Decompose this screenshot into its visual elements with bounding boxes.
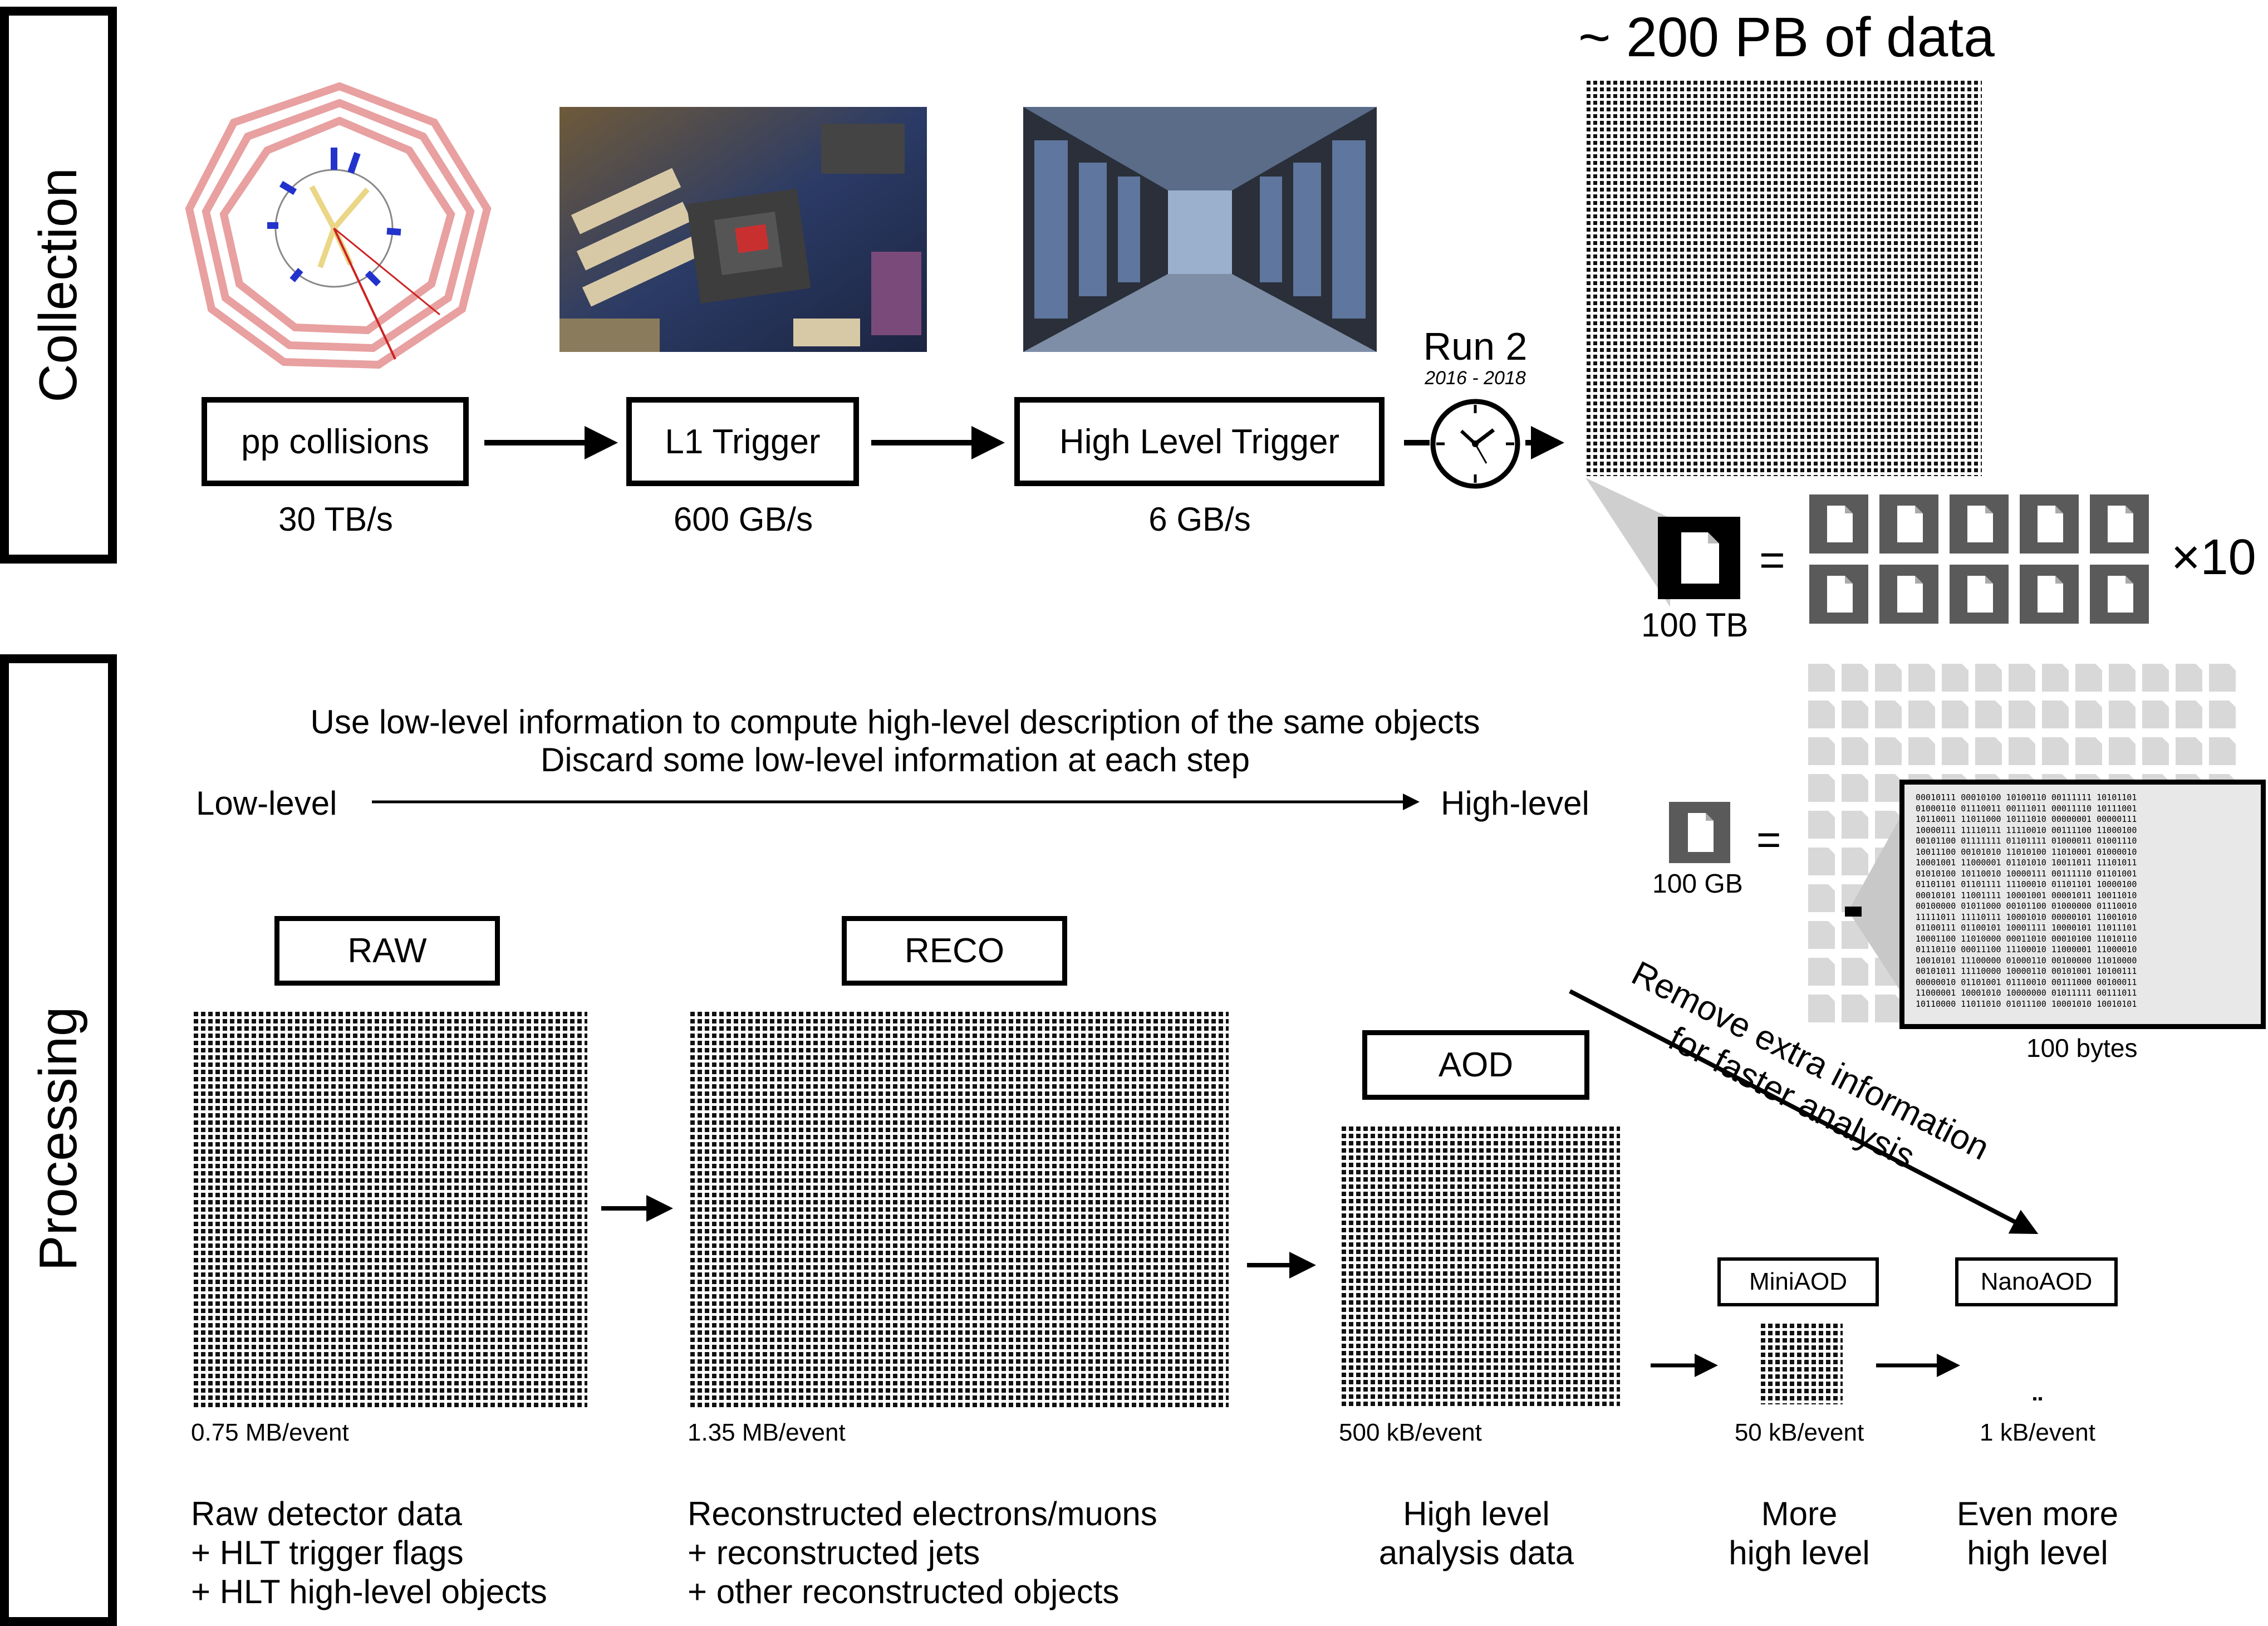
binary-line: 11111011 11110111 10001010 00000101 1100…	[1916, 912, 2137, 922]
multiplier-label: ×10	[2171, 530, 2256, 585]
stage-pp-collisions-label: pp collisions	[241, 422, 429, 461]
miniaod-description: More high level	[1729, 1495, 1870, 1573]
format-reco-box: RECO	[842, 916, 1067, 986]
high-level-label: High-level	[1441, 785, 1589, 822]
tb-file-grid	[1809, 494, 2154, 628]
binary-line: 10001100 11010000 00011010 00010100 1101…	[1916, 933, 2137, 944]
processing-section-box	[0, 654, 117, 1626]
low-level-label: Low-level	[196, 785, 337, 822]
nanoaod-event-grid	[2031, 1395, 2042, 1400]
gb-equals: =	[1756, 816, 1781, 864]
binary-line: 01010100 10110010 10000111 00111110 0110…	[1916, 868, 2137, 879]
miniaod-desc-line: high level	[1729, 1534, 1870, 1571]
rate-pp-collisions: 30 TB/s	[278, 501, 393, 538]
binary-line: 00101100 01111111 01101111 01000011 0100…	[1916, 836, 2137, 846]
binary-line: 01000110 01110011 00111011 00011110 1011…	[1916, 803, 2137, 814]
gb-label: 100 GB	[1652, 869, 1743, 899]
nanoaod-desc-line: high level	[1967, 1534, 2108, 1571]
aod-desc-line: analysis data	[1378, 1534, 1574, 1571]
raw-desc-line: Raw detector data	[191, 1495, 462, 1532]
binary-line: 01100111 01100101 10001111 10000101 1101…	[1916, 923, 2137, 933]
stage-hlt-label: High Level Trigger	[1059, 422, 1340, 461]
bytes-label: 100 bytes	[2026, 1034, 2138, 1062]
binary-panel: 00010111 00010100 10100110 00111111 1010…	[1899, 780, 2266, 1029]
tb-label: 100 TB	[1641, 606, 1749, 644]
reco-size-label: 1.35 MB/event	[688, 1419, 846, 1446]
aod-description: High level analysis data	[1379, 1495, 1574, 1573]
stage-l1-trigger: L1 Trigger	[626, 397, 859, 486]
binary-line: 10110000 11011010 01011100 10001010 1001…	[1916, 998, 2137, 1009]
collection-arrows	[484, 426, 1564, 459]
binary-line: 10011100 00101010 11010100 11010001 0100…	[1916, 846, 2137, 857]
binary-line: 10000111 11110111 11110010 00111100 1100…	[1916, 825, 2137, 835]
binary-line: 01110110 00011100 11100010 11000001 1100…	[1916, 944, 2137, 954]
format-reco-label: RECO	[904, 932, 1005, 970]
aod-size-label: 500 kB/event	[1339, 1419, 1482, 1446]
run-title: Run 2	[1423, 325, 1528, 368]
reco-description: Reconstructed electrons/muons + reconstr…	[688, 1495, 1157, 1612]
miniaod-size-label: 50 kB/event	[1734, 1419, 1864, 1446]
reco-desc-line: Reconstructed electrons/muons	[688, 1495, 1157, 1532]
bytes-zoom-wedge	[1845, 791, 1915, 1013]
detector-event-display	[185, 82, 492, 369]
binary-line: 00101011 11110000 10000110 00101001 1010…	[1916, 966, 2137, 976]
binary-line: 00000010 01101001 01110010 00111000 0010…	[1916, 977, 2137, 987]
run-years: 2016 - 2018	[1425, 368, 1526, 389]
processing-desc-line2: Discard some low-level information at ea…	[541, 741, 1250, 778]
format-aod-label: AOD	[1438, 1046, 1514, 1084]
raw-size-label: 0.75 MB/event	[191, 1419, 349, 1446]
format-raw-box: RAW	[274, 916, 500, 986]
format-nanoaod-label: NanoAOD	[1980, 1268, 2093, 1295]
format-nanoaod-box: NanoAOD	[1955, 1257, 2118, 1306]
data-total-title: ~ 200 PB of data	[1578, 6, 1995, 68]
stage-high-level-trigger: High Level Trigger	[1014, 397, 1385, 486]
miniaod-event-grid	[1758, 1321, 1843, 1404]
aod-event-grid	[1339, 1124, 1620, 1408]
clock-icon	[1430, 399, 1520, 489]
tb-file-icon	[1658, 517, 1740, 599]
zoom-wedge	[1585, 478, 1670, 607]
binary-line: 11000001 10001010 10000000 01011111 0011…	[1916, 988, 2137, 998]
processing-desc-line1: Use low-level information to compute hig…	[310, 703, 1480, 741]
raw-desc-line: + HLT high-level objects	[191, 1573, 547, 1610]
binary-line: 10001001 11000001 01101010 10011011 1110…	[1916, 858, 2137, 868]
format-raw-label: RAW	[347, 932, 427, 970]
data-total-grid	[1584, 78, 1982, 476]
reco-event-grid	[688, 1009, 1229, 1407]
raw-event-grid	[191, 1009, 587, 1407]
l1-trigger-chip-photo	[559, 107, 927, 352]
nanoaod-description: Even more high level	[1957, 1495, 2118, 1573]
binary-line: 00100000 01011000 00101100 01000000 0111…	[1916, 901, 2137, 911]
miniaod-desc-line: More	[1761, 1495, 1838, 1532]
binary-line: 00010111 00010100 10100110 00111111 1010…	[1916, 792, 2137, 802]
reco-desc-line: + other reconstructed objects	[688, 1573, 1120, 1610]
rate-hlt: 6 GB/s	[1148, 501, 1251, 538]
aod-desc-line: High level	[1403, 1495, 1550, 1532]
format-aod-box: AOD	[1362, 1030, 1589, 1100]
reco-desc-line: + reconstructed jets	[688, 1534, 980, 1571]
raw-description: Raw detector data + HLT trigger flags + …	[191, 1495, 547, 1612]
nanoaod-size-label: 1 kB/event	[1980, 1419, 2095, 1446]
stage-pp-collisions: pp collisions	[202, 397, 469, 486]
rate-l1-trigger: 600 GB/s	[673, 501, 813, 538]
binary-line: 10110011 11011000 10111010 00000001 0000…	[1916, 814, 2137, 824]
collection-section-box	[0, 7, 117, 564]
gb-file-icon	[1669, 802, 1730, 863]
raw-desc-line: + HLT trigger flags	[191, 1534, 464, 1571]
format-miniaod-label: MiniAOD	[1749, 1268, 1848, 1295]
stage-l1-trigger-label: L1 Trigger	[665, 422, 821, 461]
hlt-server-room-photo	[1023, 107, 1377, 352]
binary-line: 00010101 11001111 10001001 00001011 1001…	[1916, 890, 2137, 900]
binary-line: 01101101 01101111 11100010 01101101 1000…	[1916, 879, 2137, 889]
format-miniaod-box: MiniAOD	[1717, 1257, 1879, 1306]
tb-equals: =	[1759, 535, 1785, 585]
binary-line: 10010101 11100000 01000110 00100000 1101…	[1916, 955, 2137, 966]
nanoaod-desc-line: Even more	[1956, 1495, 2119, 1532]
